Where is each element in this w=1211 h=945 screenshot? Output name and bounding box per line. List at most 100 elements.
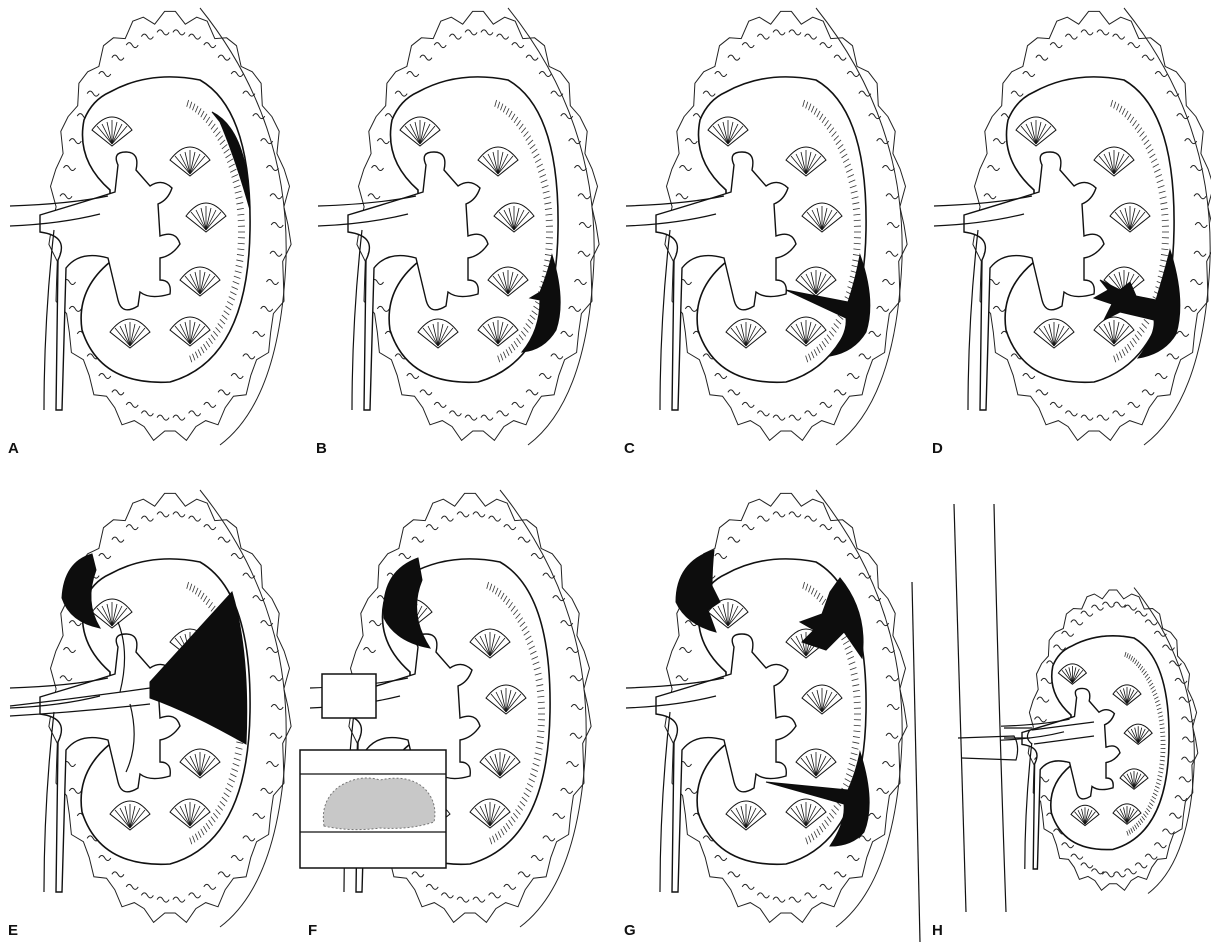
fat-lobule: [789, 30, 801, 35]
fat-lobule: [1023, 374, 1035, 379]
fat-lobule: [886, 194, 898, 199]
fat-lobule: [489, 516, 501, 521]
fat-lobule: [886, 733, 898, 738]
kidney-a: [10, 8, 291, 445]
fat-lobule: [847, 553, 859, 558]
fat-lobule: [518, 537, 530, 542]
panel-f: F: [300, 482, 600, 942]
fat-lobule: [1081, 863, 1093, 868]
fat-lobule: [789, 897, 801, 902]
fat-lobule: [869, 331, 881, 336]
panel-g-drawing: [616, 482, 916, 942]
fat-lobule: [789, 415, 801, 420]
fat-lobule: [993, 306, 1005, 311]
fat-lobule: [412, 537, 424, 542]
kidney-h: [1001, 588, 1198, 894]
fat-lobule: [204, 525, 216, 530]
fat-lobule: [1177, 331, 1189, 336]
fat-lobule: [553, 813, 565, 818]
fat-lobule: [1182, 757, 1194, 762]
fat-lobule: [526, 55, 538, 60]
fat-lobule: [457, 512, 469, 517]
fat-lobule: [369, 621, 381, 626]
fat-lobule: [685, 788, 697, 793]
fat-lobule: [773, 512, 785, 517]
kidney-e: [10, 490, 291, 927]
fat-lobule: [489, 893, 501, 898]
fat-lobule: [126, 43, 138, 48]
fat-lobule: [820, 884, 832, 889]
panel-label-b: B: [316, 440, 327, 457]
fat-lobule: [420, 55, 432, 60]
fat-lobule: [1081, 30, 1093, 35]
fat-lobule: [243, 354, 255, 359]
fat-lobule: [1091, 605, 1103, 610]
fat-lobule: [126, 884, 138, 889]
fat-lobule: [680, 648, 692, 653]
fat-lobule: [539, 71, 551, 76]
ureter: [968, 230, 978, 410]
fat-lobule: [1125, 869, 1137, 874]
fat-lobule: [266, 648, 278, 653]
fat-lobule: [512, 402, 524, 407]
fat-lobule: [805, 411, 817, 416]
fat-lobule: [757, 34, 769, 39]
panel-d-drawing: [924, 0, 1211, 460]
fat-lobule: [561, 788, 573, 793]
fat-lobule: [1194, 194, 1206, 199]
fat-lobule: [561, 331, 573, 336]
fat-lobule: [372, 166, 384, 171]
fat-lobule: [805, 893, 817, 898]
fat-lobule: [441, 516, 453, 521]
fat-lobule: [243, 836, 255, 841]
fat-lobule: [820, 43, 832, 48]
panel-h: H: [924, 482, 1211, 942]
fat-lobule: [526, 390, 538, 395]
fat-lobule: [715, 553, 727, 558]
fat-lobule: [1179, 777, 1191, 782]
fat-lobule: [407, 71, 419, 76]
fat-lobule: [578, 194, 590, 199]
fat-lobule: [676, 676, 688, 681]
fat-lobule: [141, 516, 153, 521]
fat-lobule: [579, 223, 591, 228]
fat-lobule: [204, 884, 216, 889]
fat-lobule: [1054, 645, 1066, 650]
fat-lobule: [1190, 279, 1202, 284]
fat-lobule: [742, 884, 754, 889]
fat-lobule: [407, 374, 419, 379]
fat-lobule: [1097, 30, 1109, 35]
fat-lobule: [1037, 697, 1049, 702]
kidney-d: [934, 8, 1211, 445]
fat-lobule: [231, 374, 243, 379]
fat-lobule: [449, 411, 461, 416]
fat-lobule: [882, 279, 894, 284]
fat-lobule: [1195, 223, 1207, 228]
fat-lobule: [364, 648, 376, 653]
fat-lobule: [266, 761, 278, 766]
fat-lobule: [877, 306, 889, 311]
panel-e: E: [0, 482, 300, 942]
fat-lobule: [399, 553, 411, 558]
fat-lobule: [504, 525, 516, 530]
fat-lobule: [518, 872, 530, 877]
fat-lobule: [465, 415, 477, 420]
fat-lobule: [368, 194, 380, 199]
fat-lobule: [543, 836, 555, 841]
fat-lobule: [64, 648, 76, 653]
panel-c: C: [616, 0, 916, 460]
fat-lobule: [1175, 796, 1187, 801]
fat-lobule: [1128, 402, 1140, 407]
panel-a-drawing: [0, 0, 300, 460]
fat-lobule: [270, 733, 282, 738]
fat-lobule: [253, 813, 265, 818]
fat-lobule: [551, 354, 563, 359]
fat-lobule: [703, 91, 715, 96]
panel-f-drawing: [300, 482, 600, 942]
fat-lobule: [1125, 605, 1137, 610]
fat-lobule: [869, 813, 881, 818]
fat-lobule: [1065, 34, 1077, 39]
fat-lobule: [1145, 620, 1157, 625]
ureter: [352, 230, 362, 410]
fat-lobule: [1145, 854, 1157, 859]
